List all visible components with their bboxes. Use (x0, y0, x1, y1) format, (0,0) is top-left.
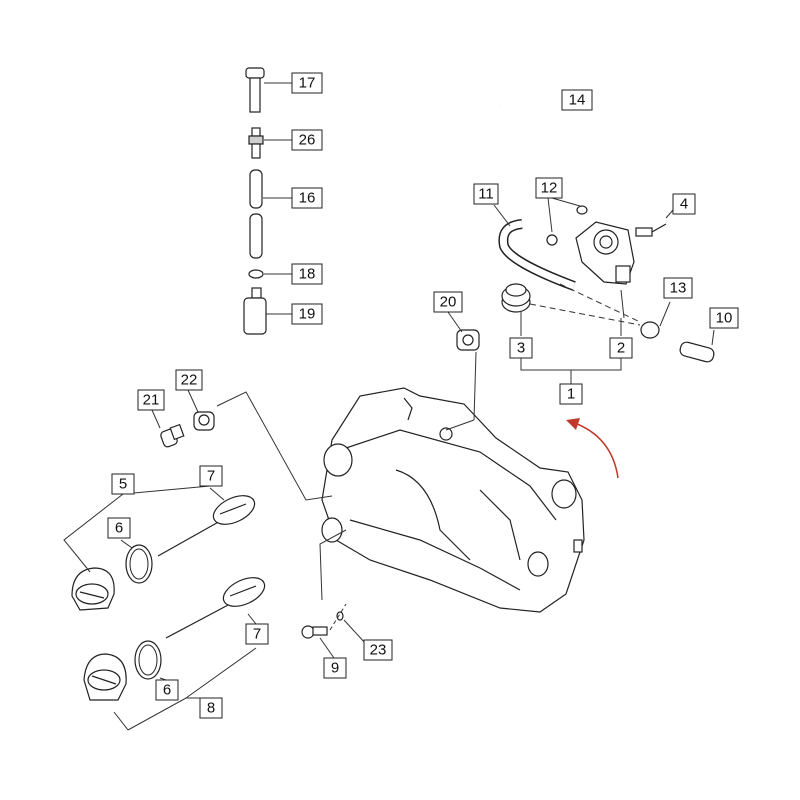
part-crankcase (321, 387, 585, 613)
part-6-oring-lower (134, 640, 167, 681)
svg-text:11: 11 (478, 186, 494, 203)
svg-text:13: 13 (670, 280, 687, 297)
part-4-screw (635, 209, 674, 237)
svg-text:7: 7 (207, 468, 215, 485)
callout-23: 23 (363, 639, 393, 661)
svg-text:12: 12 (541, 180, 558, 197)
callout-10: 10 (709, 307, 739, 329)
callout-2: 2 (609, 337, 633, 359)
callout-17: 17 (291, 72, 323, 94)
svg-text:10: 10 (716, 310, 733, 327)
svg-text:20: 20 (440, 294, 457, 311)
callout-13: 13 (663, 277, 693, 299)
callout-16: 16 (291, 187, 323, 209)
svg-text:19: 19 (299, 306, 316, 323)
callout-18: 18 (291, 263, 323, 285)
callout-6-upper: 6 (107, 517, 131, 539)
svg-text:2: 2 (617, 340, 625, 357)
part-oil-pump (575, 221, 635, 285)
part-14-hose (498, 103, 590, 191)
part-18-ring (248, 269, 292, 279)
part-21-plug (151, 409, 185, 448)
callout-22: 22 (175, 369, 203, 391)
part-11-hose (493, 204, 576, 291)
part-26-connector (248, 127, 292, 159)
svg-text:21: 21 (143, 392, 160, 409)
callout-6-lower: 6 (155, 679, 179, 701)
callout-12: 12 (535, 177, 563, 199)
svg-text:1: 1 (567, 386, 575, 403)
callout-11: 11 (473, 183, 499, 205)
callout-3: 3 (509, 337, 533, 359)
svg-text:22: 22 (181, 372, 198, 389)
svg-text:4: 4 (680, 196, 688, 213)
callout-8: 8 (199, 697, 223, 719)
callout-26: 26 (291, 129, 323, 151)
part-20-grommet (447, 311, 480, 351)
svg-text:9: 9 (331, 660, 339, 677)
callout-21: 21 (137, 389, 165, 411)
svg-text:26: 26 (299, 132, 316, 149)
callout-7-lower: 7 (245, 623, 269, 645)
callout-1: 1 (559, 383, 583, 405)
part-3-worm-gear (501, 283, 531, 336)
svg-text:16: 16 (299, 190, 316, 207)
part-12-washers (546, 197, 588, 246)
svg-text:8: 8 (207, 700, 215, 717)
svg-text:3: 3 (517, 340, 525, 357)
part-19-filter (243, 287, 292, 335)
part-5-cap-upper (71, 567, 115, 611)
callout-5: 5 (111, 473, 135, 495)
callout-19: 19 (291, 303, 323, 325)
svg-text:23: 23 (370, 642, 387, 659)
part-17-fitting (245, 67, 292, 113)
callout-20: 20 (433, 291, 463, 313)
part-6-oring-upper (120, 539, 153, 584)
part-23-washer (336, 611, 367, 645)
svg-text:18: 18 (299, 266, 316, 283)
part-9-bolt (301, 625, 335, 659)
part-8-cap-lower (83, 653, 127, 701)
svg-text:6: 6 (115, 520, 123, 537)
svg-text:6: 6 (163, 682, 171, 699)
svg-text:17: 17 (299, 75, 316, 92)
svg-text:14: 14 (569, 92, 586, 109)
callout-9: 9 (323, 657, 347, 679)
callout-4: 4 (672, 193, 696, 215)
svg-text:7: 7 (253, 626, 261, 643)
part-7-strainer-upper (157, 487, 256, 557)
part-22-grommet (187, 389, 215, 431)
part-10-pin (679, 329, 715, 363)
svg-text:5: 5 (119, 476, 127, 493)
callout-14: 14 (561, 89, 593, 111)
part-16-tube (249, 169, 292, 259)
part-7-strainer-lower (165, 577, 266, 639)
part-13-nut (640, 301, 671, 339)
callout-7-upper: 7 (199, 465, 223, 487)
